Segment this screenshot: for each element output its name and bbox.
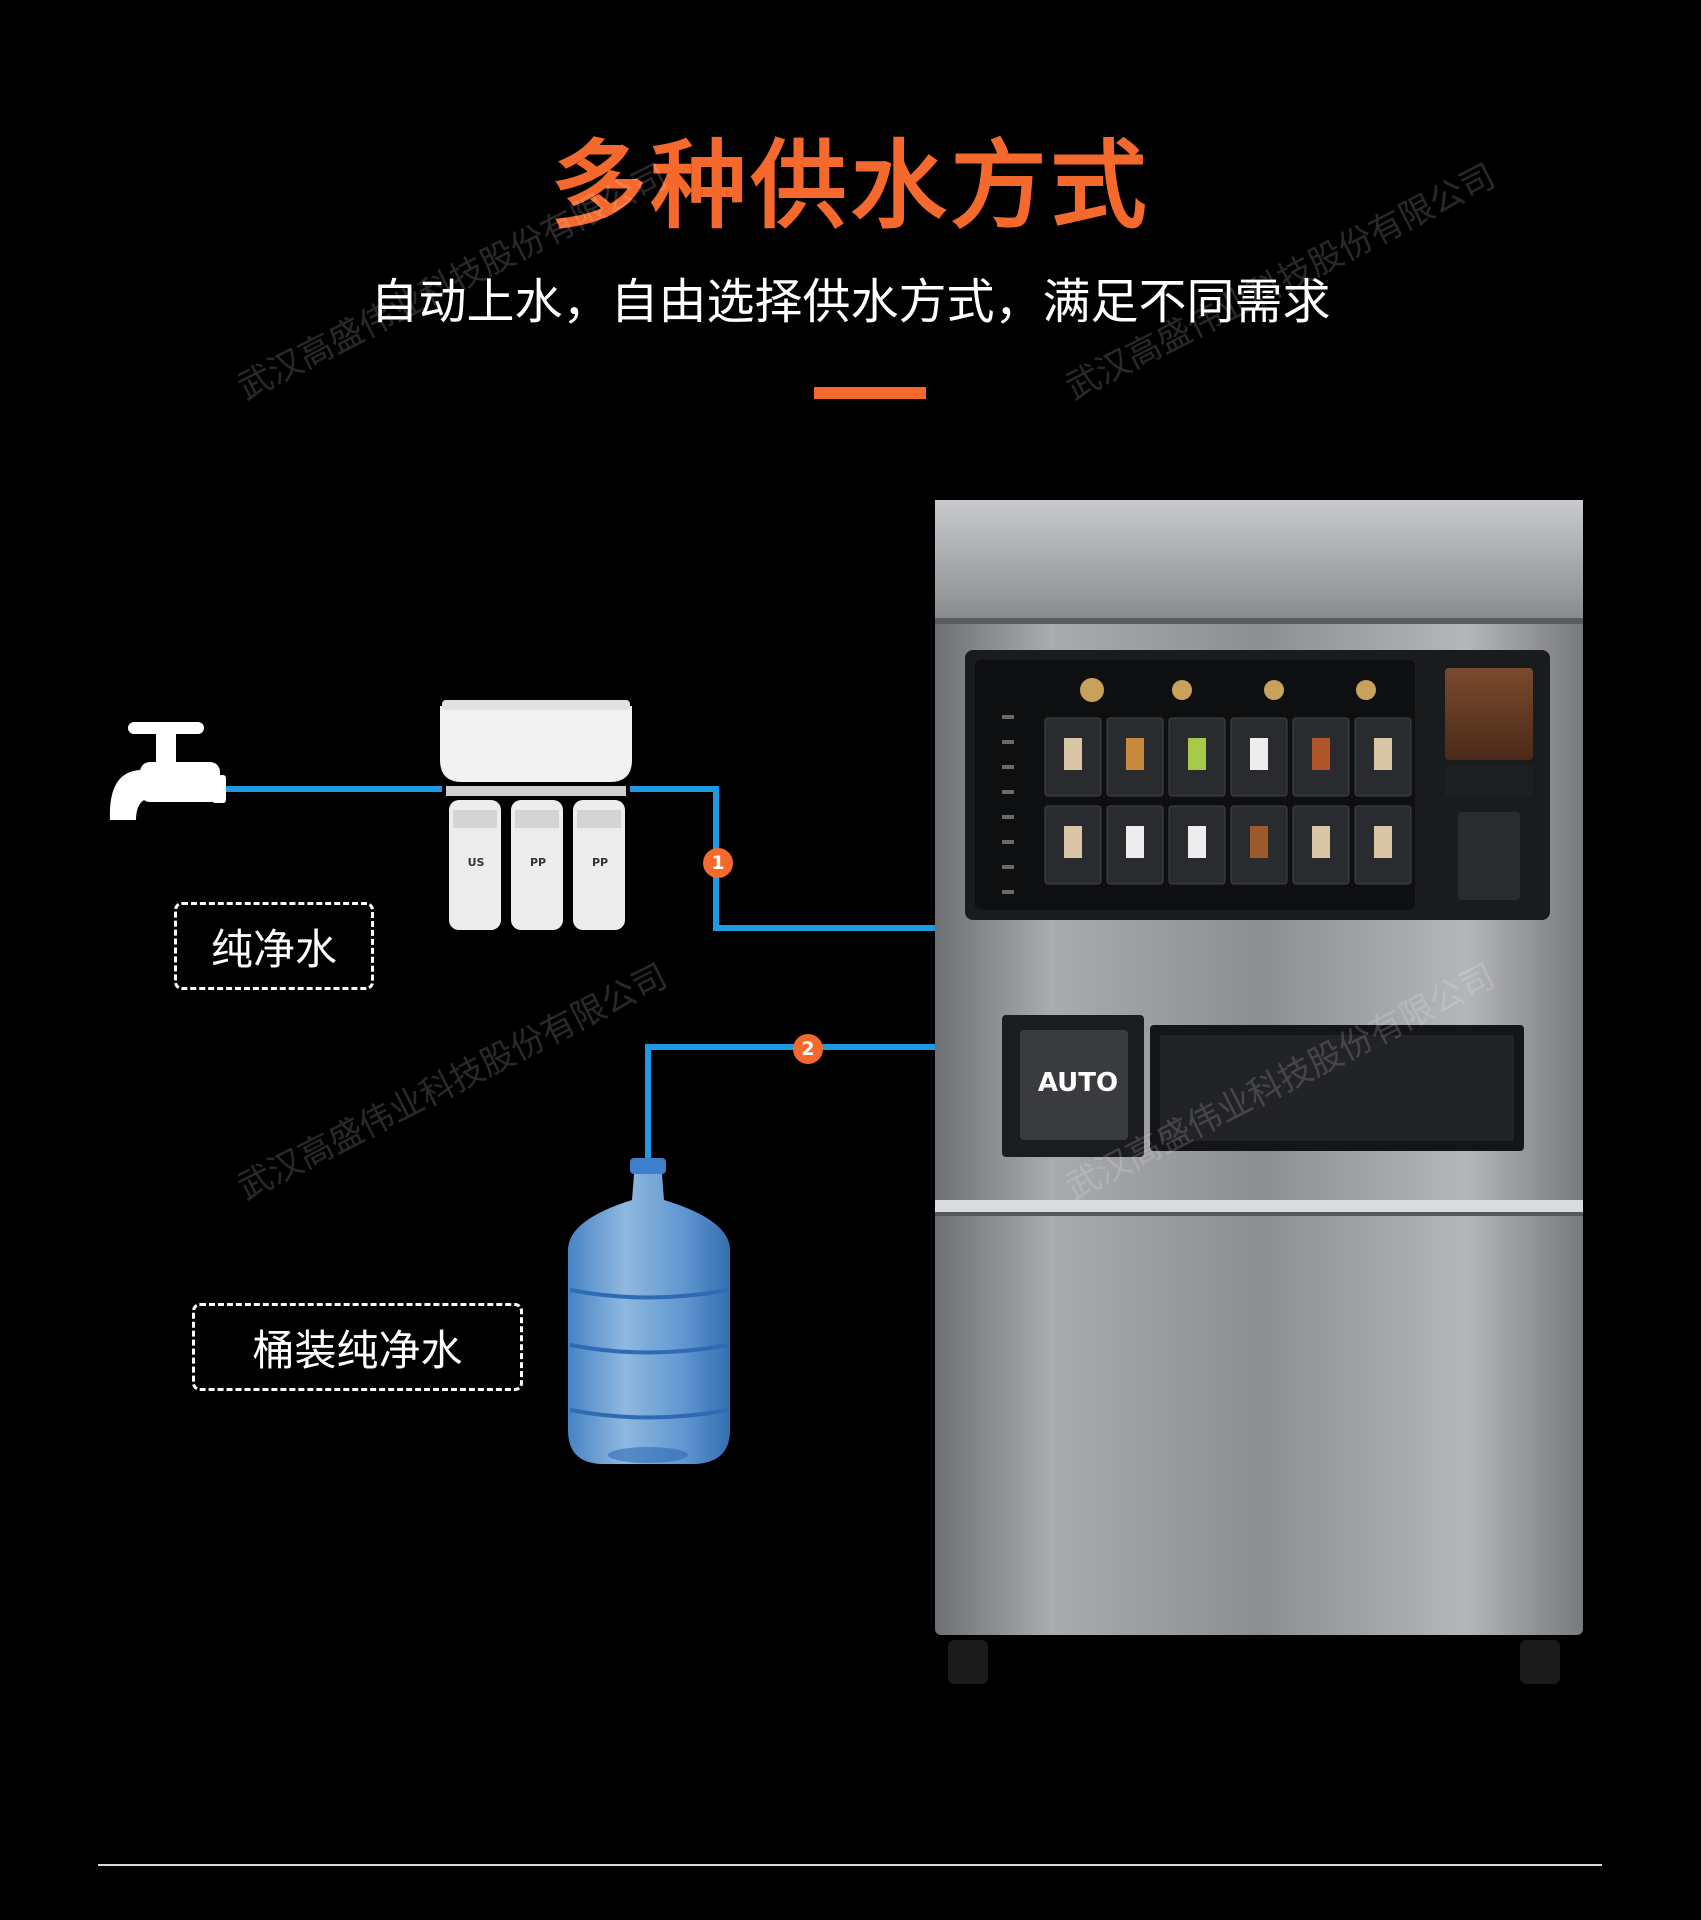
faucet-icon bbox=[109, 722, 226, 820]
cartridge-label-1: US bbox=[467, 856, 485, 869]
supply-option-badge-1: 1 bbox=[703, 848, 733, 878]
bottom-divider bbox=[98, 1864, 1602, 1866]
water-filter-icon bbox=[440, 700, 632, 930]
accent-bar bbox=[814, 387, 926, 399]
water-bottle-icon bbox=[568, 1158, 730, 1464]
auto-label: AUTO bbox=[1037, 1068, 1119, 1098]
screen-side-menu bbox=[1002, 715, 1014, 894]
screen-category-icons bbox=[1080, 678, 1376, 702]
screen-cups bbox=[1064, 738, 1392, 858]
filter-cartridges bbox=[449, 800, 625, 930]
pipe-filter-to-machine bbox=[630, 786, 935, 931]
machine-wheels bbox=[948, 1640, 1560, 1684]
page-title: 多种供水方式 bbox=[550, 130, 1151, 242]
supply-option-badge-2: 2 bbox=[793, 1034, 823, 1064]
cartridge-label-3: PP bbox=[591, 856, 609, 869]
label-bottled-water: 桶装纯净水 bbox=[192, 1303, 523, 1391]
payment-slot bbox=[1458, 812, 1520, 900]
cartridge-label-2: PP bbox=[529, 856, 547, 869]
label-pure-water: 纯净水 bbox=[174, 902, 374, 990]
vending-machine-image bbox=[935, 500, 1583, 1684]
pipe-bottle-to-machine bbox=[645, 1044, 935, 1165]
page-subtitle: 自动上水，自由选择供水方式，满足不同需求 bbox=[370, 274, 1331, 330]
bean-hopper bbox=[1445, 668, 1533, 760]
